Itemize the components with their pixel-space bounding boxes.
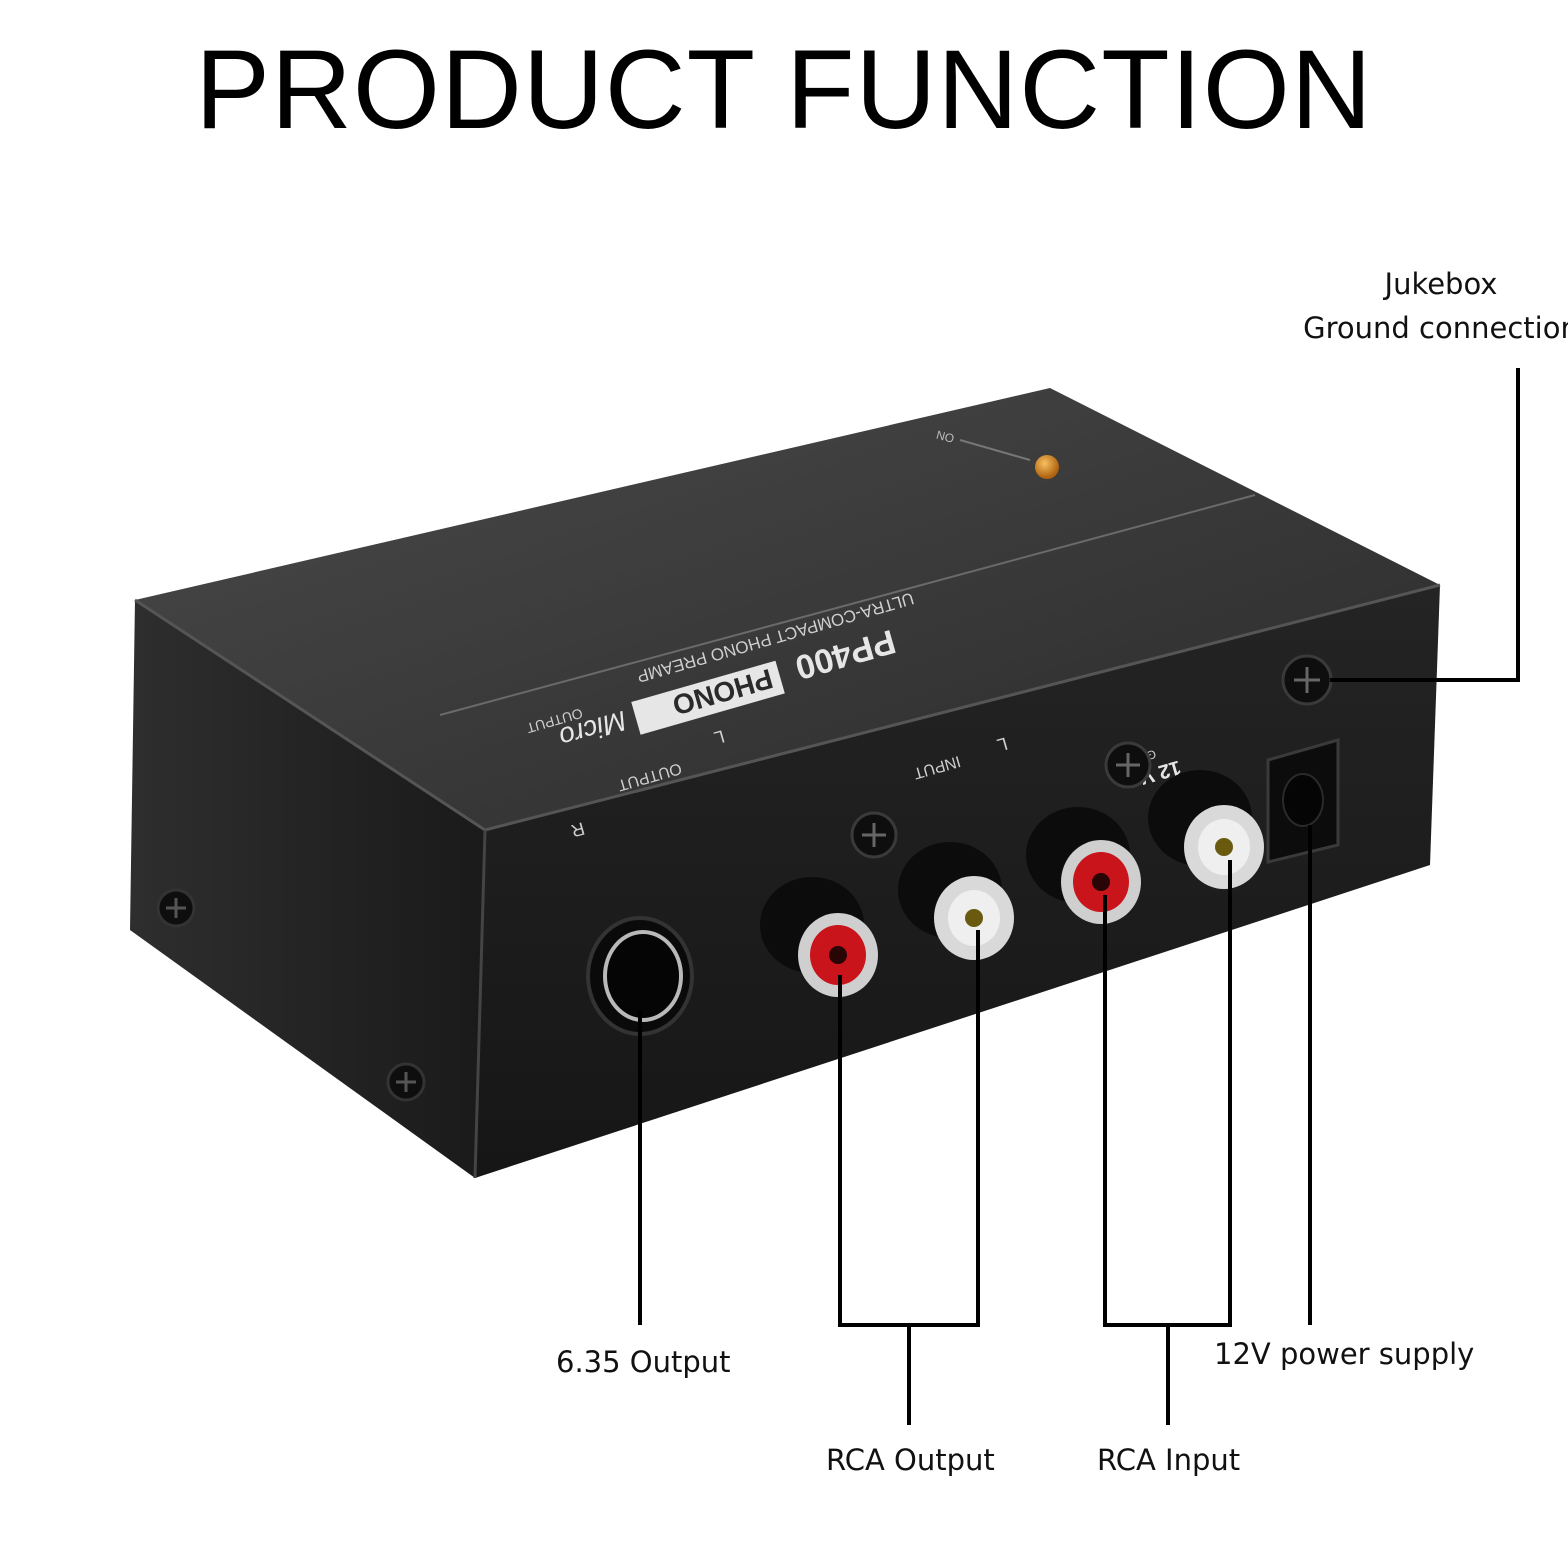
device-side-face [130, 600, 485, 1178]
output-635-callout: 6.35 Output [556, 1345, 731, 1379]
power-led [1035, 455, 1059, 479]
jukebox-ground-callout: Jukebox Ground connection [1296, 262, 1568, 350]
rca-output-callout: RCA Output [826, 1443, 995, 1477]
led-label: ON [935, 427, 956, 445]
rca-input-callout: RCA Input [1097, 1443, 1241, 1477]
jukebox-leader [1330, 368, 1520, 682]
rca-input-right [1026, 807, 1141, 924]
rca-output-right [760, 877, 878, 997]
rca-output-left [898, 842, 1014, 960]
power-supply-callout: 12V power supply [1214, 1337, 1475, 1371]
rca-input-left [1148, 770, 1264, 889]
jack-635 [586, 916, 694, 1036]
dc-power-jack [1266, 738, 1340, 864]
jukebox-callout-line1: Jukebox [1384, 267, 1498, 301]
device-top-face [135, 388, 1440, 830]
callout-lines [638, 368, 1520, 1425]
page-title: PRODUCT FUNCTION [195, 27, 1373, 152]
jukebox-callout-line2: Ground connection [1303, 311, 1568, 345]
top-r-label-1: R [569, 818, 587, 841]
